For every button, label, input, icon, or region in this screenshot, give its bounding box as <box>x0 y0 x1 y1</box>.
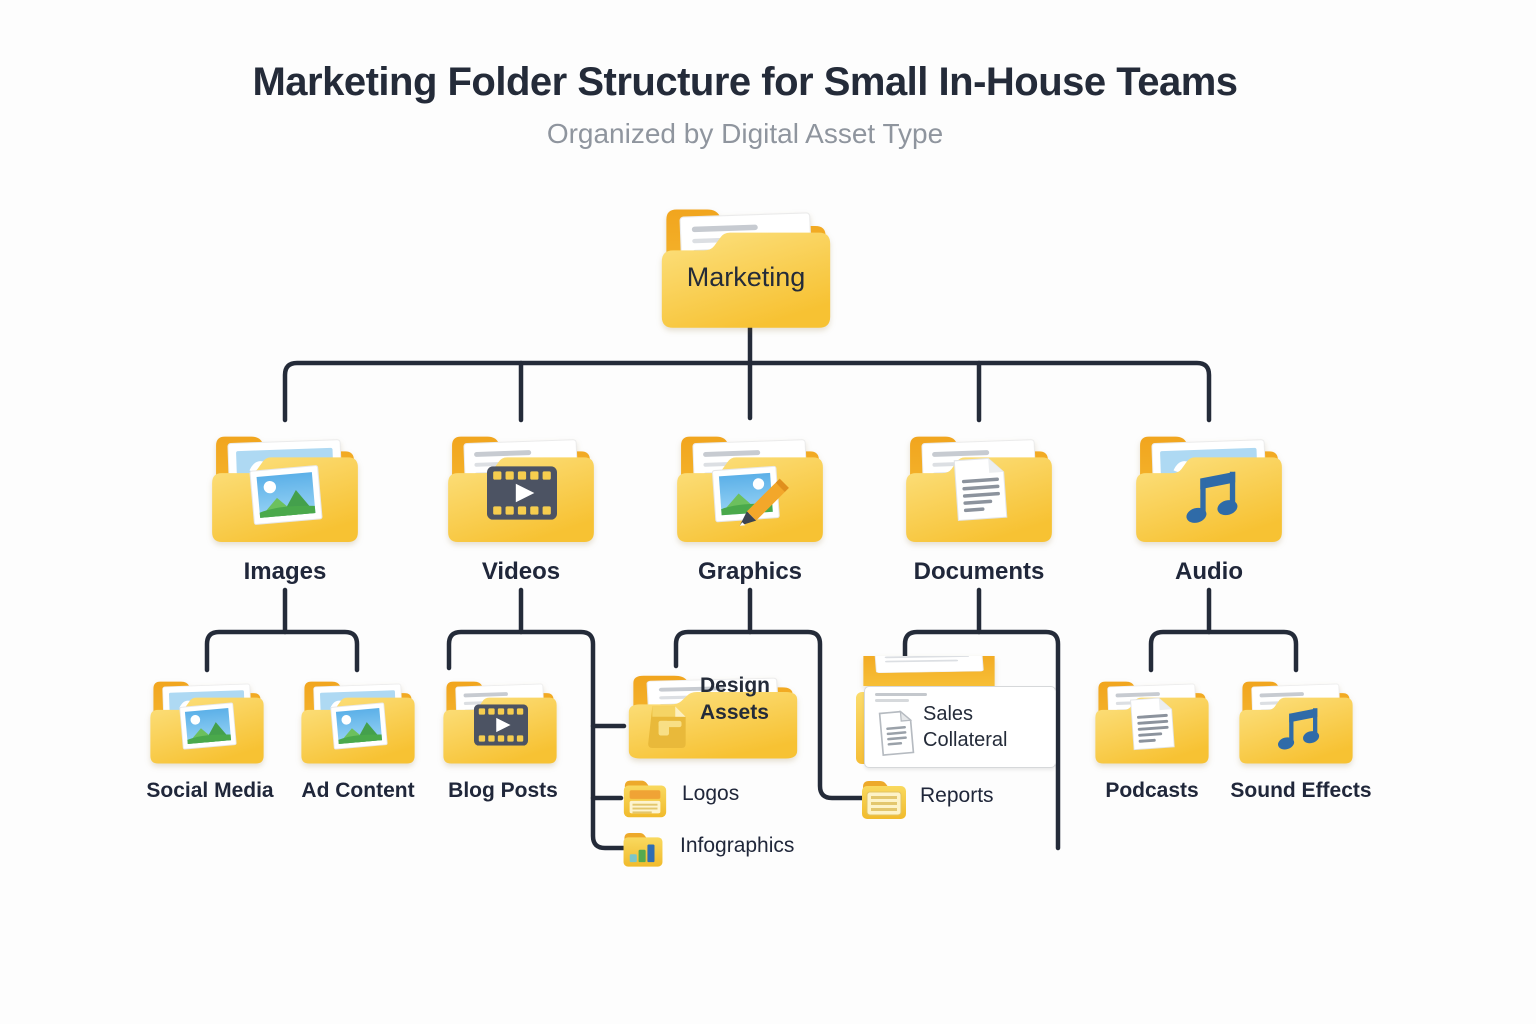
music-note-icon <box>1272 702 1322 752</box>
folder-graphics <box>670 414 830 544</box>
folder-images <box>205 414 365 544</box>
folder-social-media <box>145 664 269 765</box>
folder-ad-content <box>296 664 420 765</box>
photo-icon <box>179 700 237 752</box>
paper-line <box>875 693 927 696</box>
film-strip-icon <box>474 704 528 746</box>
folder-marketing: Marketing <box>655 184 837 330</box>
document-icon <box>1128 696 1176 751</box>
folder-videos <box>441 414 601 544</box>
gray-document-icon <box>877 709 915 757</box>
folder-podcasts <box>1090 664 1214 765</box>
music-note-icon <box>1179 464 1241 526</box>
bar-chart-folder-icon <box>620 826 666 870</box>
paper-line <box>875 699 909 702</box>
folder-design-assets: Design Assets <box>622 658 804 760</box>
label-design-assets: Design Assets <box>700 674 771 724</box>
label-logos: Logos <box>682 782 740 805</box>
label-documents: Documents <box>913 558 1045 585</box>
folder-sales-collateral: Sales Collateral <box>854 656 1064 772</box>
gold-file-icon <box>646 698 692 748</box>
folder-documents <box>899 414 1059 544</box>
photo-icon <box>249 462 323 528</box>
label-audio: Audio <box>1175 558 1243 585</box>
page-subtitle: Organized by Digital Asset Type <box>546 118 944 149</box>
photo-pencil-icon <box>712 460 792 528</box>
folder-sound-effects <box>1234 664 1358 765</box>
logo-folder-icon <box>620 773 670 821</box>
label-infographics: Infographics <box>680 834 795 857</box>
document-icon <box>951 456 1009 522</box>
film-strip-icon <box>487 466 557 520</box>
label-videos: Videos <box>481 558 561 585</box>
photo-icon <box>330 700 388 752</box>
label-podcasts: Podcasts <box>1105 779 1199 802</box>
label-graphics: Graphics <box>697 558 803 585</box>
folder-blog-posts <box>438 664 562 765</box>
label-ad-content: Ad Content <box>301 779 415 802</box>
folder-marketing-label: Marketing <box>686 262 806 292</box>
label-social-media: Social Media <box>146 779 274 802</box>
folder-audio <box>1129 414 1289 544</box>
sales-collateral-card: Sales Collateral <box>864 686 1056 768</box>
label-sound-effects: Sound Effects <box>1230 779 1372 802</box>
label-blog-posts: Blog Posts <box>448 779 558 802</box>
label-images: Images <box>243 558 327 585</box>
page-title: Marketing Folder Structure for Small In-… <box>252 60 1238 104</box>
label-sales-collateral: Sales Collateral <box>923 703 1008 751</box>
label-reports: Reports <box>920 784 994 807</box>
